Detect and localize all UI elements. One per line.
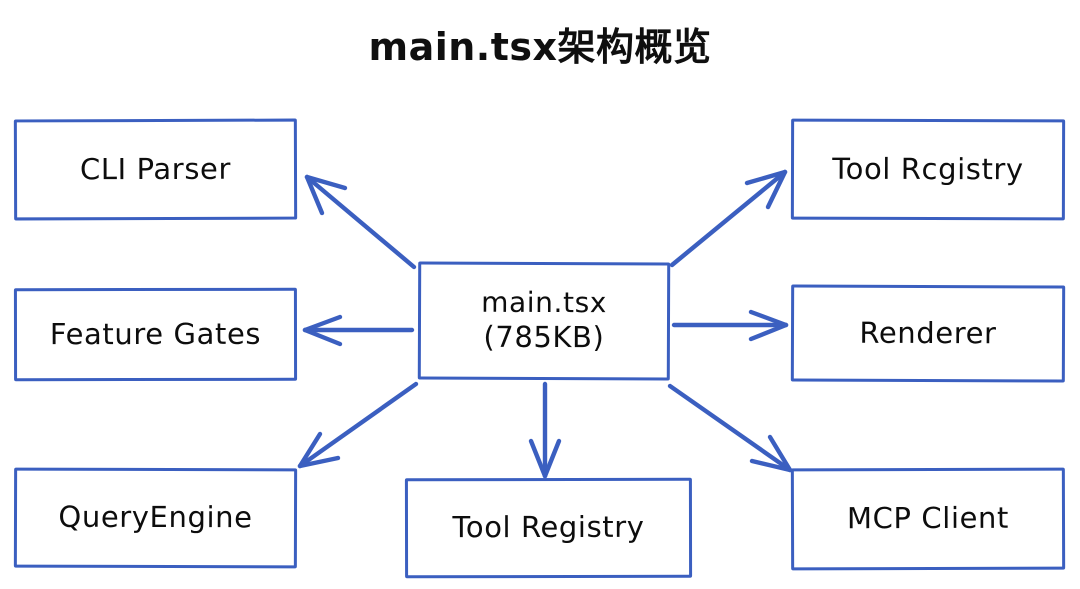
node-mcp-client[interactable]: MCP Client (790, 467, 1066, 571)
edge-main-to-query-engine (297, 381, 419, 469)
edge-main-to-renderer (671, 309, 789, 342)
edge-main-to-tool-registry-bottom (528, 381, 562, 479)
node-label: CLI Parser (79, 151, 232, 187)
node-label: QueryEngine (58, 500, 253, 535)
node-label-size: (785KB) (483, 320, 605, 355)
node-label: MCP Client (846, 501, 1010, 536)
node-renderer[interactable]: Renderer (790, 284, 1066, 383)
edge-main-to-tool-registry-top (669, 169, 788, 268)
node-label: Tool Rcgistry (832, 151, 1024, 187)
node-tool-registry-bottom[interactable]: Tool Registry (404, 477, 693, 579)
node-label: Tool Registry (452, 510, 645, 545)
node-label-primary: main.tsx (481, 285, 608, 320)
node-cli-parser[interactable]: CLI Parser (13, 118, 298, 221)
node-tool-registry-top[interactable]: Tool Rcgistry (790, 118, 1066, 221)
node-feature-gates[interactable]: Feature Gates (13, 287, 298, 382)
edge-main-to-cli-parser (304, 174, 417, 270)
page-title: main.tsx架构概览 (368, 25, 712, 69)
node-label: Feature Gates (49, 316, 262, 351)
edge-main-to-feature-gates (302, 314, 415, 347)
node-query-engine[interactable]: QueryEngine (13, 467, 298, 569)
node-label: Renderer (859, 315, 997, 351)
node-main-tsx[interactable]: main.tsx (785KB) (417, 261, 671, 381)
edge-main-to-mcp-client (667, 383, 793, 473)
